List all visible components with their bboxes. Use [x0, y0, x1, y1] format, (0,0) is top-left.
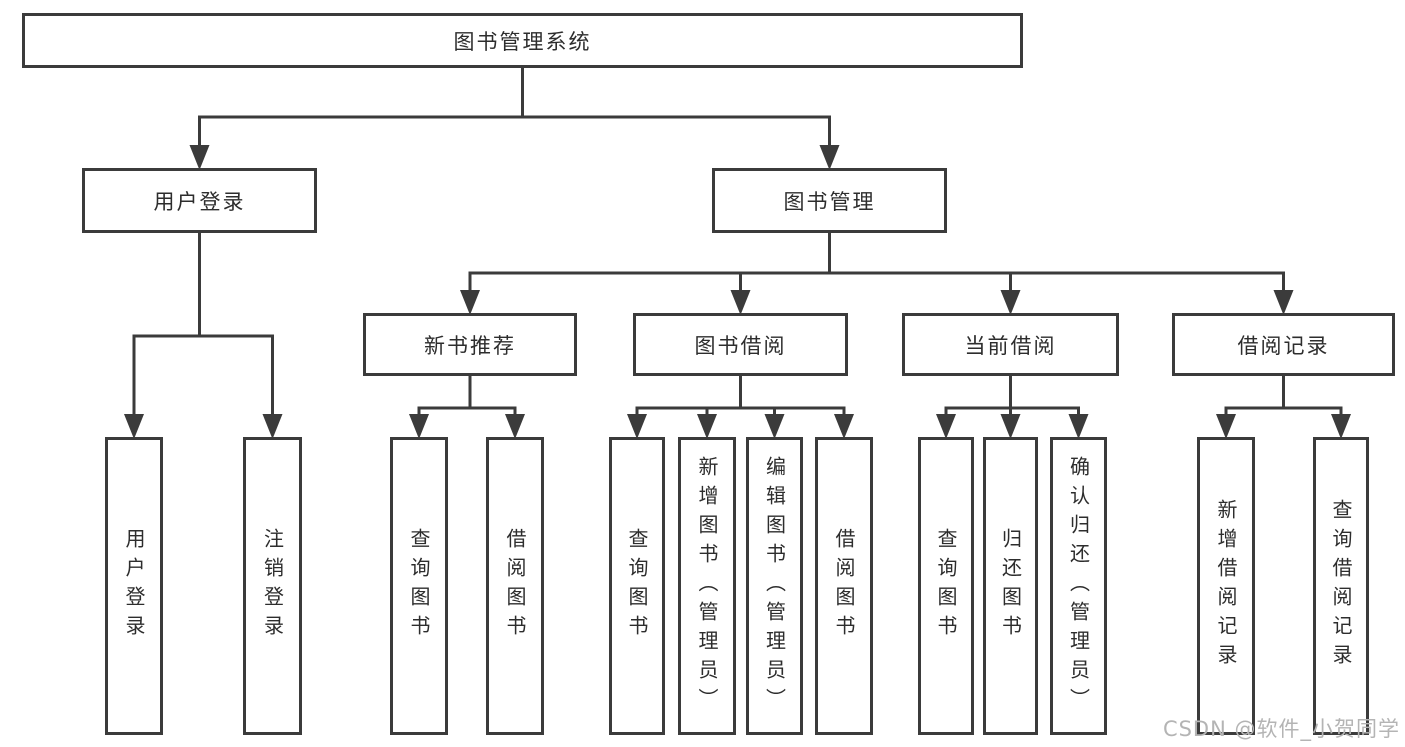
- node-label: 当前借阅: [964, 333, 1057, 358]
- node-label: 借阅记录: [1237, 333, 1330, 358]
- node-label: 确认归还（管理员）: [1066, 455, 1091, 717]
- leaf-query-books-borrow: 查询图书: [609, 437, 665, 735]
- node-label: 图书管理: [783, 189, 876, 214]
- node-label: 借阅图书: [832, 528, 856, 644]
- csdn-watermark: CSDN @软件_小贺同学: [1162, 717, 1400, 741]
- node-new-book-recommendation: 新书推荐: [363, 313, 577, 376]
- leaf-return-book: 归还图书: [983, 437, 1038, 735]
- node-label: 查询借阅记录: [1329, 499, 1353, 673]
- leaf-confirm-return-admin: 确认归还（管理员）: [1050, 437, 1107, 735]
- node-library-management-system: 图书管理系统: [22, 13, 1023, 68]
- leaf-query-books-recommend: 查询图书: [390, 437, 448, 735]
- node-borrowing-records: 借阅记录: [1172, 313, 1395, 376]
- node-label: 图书借阅: [694, 333, 787, 358]
- leaf-query-books-current: 查询图书: [918, 437, 974, 735]
- node-label: 查询图书: [625, 528, 649, 644]
- node-label: 查询图书: [407, 528, 431, 644]
- node-label: 归还图书: [998, 528, 1023, 644]
- node-label: 新增借阅记录: [1214, 499, 1238, 673]
- leaf-edit-book-admin: 编辑图书（管理员）: [746, 437, 803, 735]
- node-label: 注销登录: [260, 528, 285, 644]
- node-current-borrowing: 当前借阅: [902, 313, 1119, 376]
- node-label: 新增图书（管理员）: [695, 455, 719, 717]
- node-user-login: 用户登录: [82, 168, 317, 233]
- node-label: 图书管理系统: [453, 29, 592, 54]
- node-book-borrowing: 图书借阅: [633, 313, 848, 376]
- node-label: 用户登录: [122, 528, 146, 644]
- node-label: 借阅图书: [503, 528, 527, 644]
- leaf-logout: 注销登录: [243, 437, 302, 735]
- leaf-user-login: 用户登录: [105, 437, 163, 735]
- node-label: 新书推荐: [424, 333, 516, 358]
- leaf-add-borrowing-record: 新增借阅记录: [1197, 437, 1255, 735]
- leaf-add-book-admin: 新增图书（管理员）: [678, 437, 736, 735]
- leaf-borrow-books-recommend: 借阅图书: [486, 437, 544, 735]
- node-label: 编辑图书（管理员）: [762, 455, 787, 717]
- leaf-query-borrowing-record: 查询借阅记录: [1313, 437, 1369, 735]
- node-book-management: 图书管理: [712, 168, 947, 233]
- node-label: 查询图书: [934, 528, 958, 644]
- leaf-borrow-book: 借阅图书: [815, 437, 873, 735]
- node-label: 用户登录: [153, 189, 246, 214]
